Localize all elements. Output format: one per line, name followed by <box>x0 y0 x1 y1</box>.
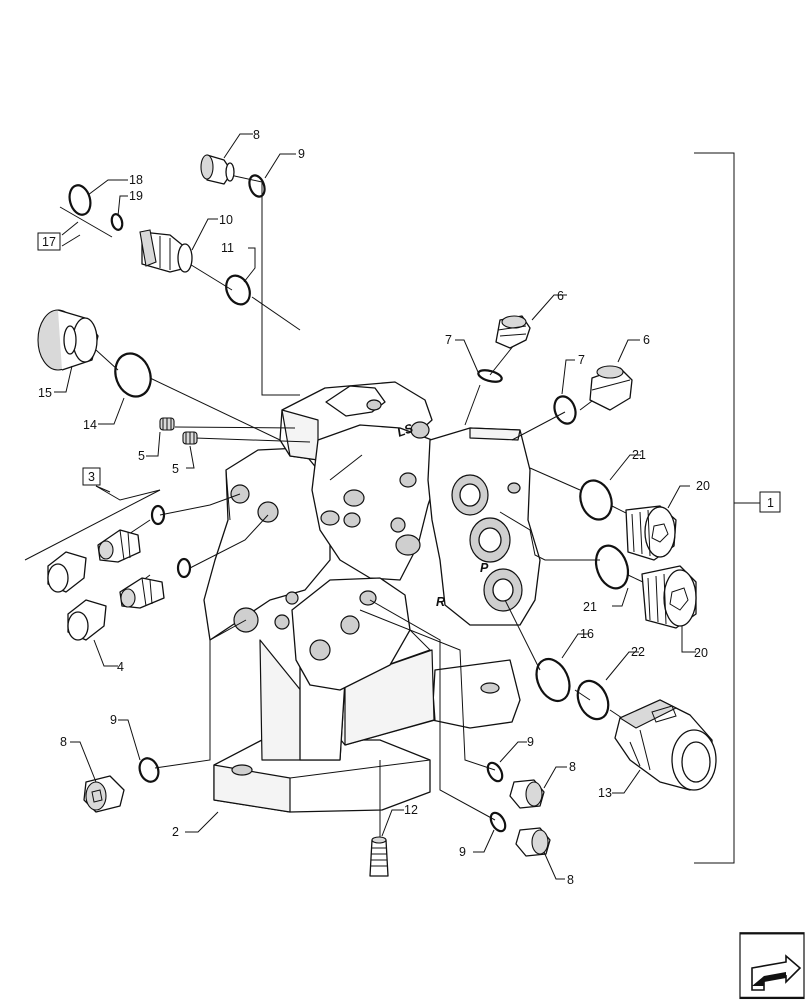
leader-lines <box>54 133 696 880</box>
o-ring-7-upper <box>477 369 503 383</box>
assembly-bracket <box>694 152 760 864</box>
plug-20-upper <box>625 505 677 561</box>
callout-21-upper: 21 <box>632 448 646 462</box>
callout-9: 9 <box>298 147 305 161</box>
callout-3: 3 <box>88 470 95 484</box>
callout-8: 8 <box>253 128 260 142</box>
plug-8-mid <box>509 779 545 809</box>
callout-17: 17 <box>42 235 56 249</box>
kit-3-bracket <box>24 485 161 561</box>
o-ring-19 <box>110 213 124 231</box>
o-ring-9-low <box>489 811 507 833</box>
plug-20-lower <box>641 565 697 629</box>
pin-12 <box>369 836 389 877</box>
spring-5-upper <box>159 417 175 431</box>
next-page-arrow-icon[interactable] <box>739 932 805 1000</box>
callout-20-lower: 20 <box>694 646 708 660</box>
callout-11: 11 <box>221 241 234 255</box>
callout-labels: 8 9 18 19 10 11 17 15 14 5 5 3 4 6 7 6 7… <box>37 128 781 887</box>
cap-4-upper <box>47 551 87 593</box>
callout-13: 13 <box>598 786 612 800</box>
plug-8-top <box>200 154 235 185</box>
callout-3-box <box>82 467 101 486</box>
callout-22: 22 <box>631 645 645 659</box>
callout-5-lower: 5 <box>172 462 179 476</box>
callout-9-mid: 9 <box>527 735 534 749</box>
callout-4: 4 <box>117 660 124 674</box>
o-ring-21-upper <box>579 479 613 521</box>
callout-20-upper: 20 <box>696 479 710 493</box>
callout-17-box <box>37 232 61 251</box>
callout-9-left: 9 <box>110 713 117 727</box>
o-ring-22 <box>576 679 610 721</box>
o-ring-14 <box>114 352 152 398</box>
callout-15: 15 <box>38 386 52 400</box>
o-ring-9-top <box>248 174 266 198</box>
o-ring-11 <box>225 274 251 306</box>
callout-9-low: 9 <box>459 845 466 859</box>
port-mark-ls: LS <box>395 421 415 440</box>
o-ring-7-right <box>553 395 577 425</box>
o-ring-21-lower <box>594 544 630 590</box>
callout-6-right: 6 <box>643 333 650 347</box>
cap-4-lower <box>67 599 107 641</box>
check-valve-upper <box>97 504 166 563</box>
callout-8-mid: 8 <box>569 760 576 774</box>
kit-17-bracket <box>59 206 113 238</box>
check-valve-lower <box>119 557 192 609</box>
plug-8-low <box>515 827 551 857</box>
o-ring-16 <box>535 657 571 703</box>
callout-21-lower: 21 <box>583 600 597 614</box>
callout-6-top: 6 <box>557 289 564 303</box>
callout-1: 1 <box>767 496 774 510</box>
valve-housing <box>203 381 541 813</box>
callout-8-left: 8 <box>60 735 67 749</box>
callout-7-upper: 7 <box>445 333 452 347</box>
callout-7-right: 7 <box>578 353 585 367</box>
callout-2: 2 <box>172 825 179 839</box>
o-ring-9-left <box>138 757 160 783</box>
callout-19: 19 <box>129 189 143 203</box>
callout-5-upper: 5 <box>138 449 145 463</box>
callout-12: 12 <box>404 803 418 817</box>
o-ring-9-mid <box>486 761 504 783</box>
plug-15 <box>37 309 99 371</box>
callout-10: 10 <box>219 213 233 227</box>
plug-6-right <box>589 365 633 411</box>
callout-8-low: 8 <box>567 873 574 887</box>
port-mark-r: R <box>436 595 445 609</box>
port-mark-p: P <box>480 561 489 575</box>
callout-14: 14 <box>83 418 97 432</box>
callout-16: 16 <box>580 627 594 641</box>
adapter-fitting-10 <box>139 229 193 273</box>
callout-1-box <box>759 491 781 513</box>
callout-18: 18 <box>129 173 143 187</box>
plug-6-top <box>495 315 531 349</box>
o-ring-18 <box>68 184 92 216</box>
spring-5-lower <box>182 431 198 445</box>
plug-8-left <box>83 775 125 813</box>
fitting-13 <box>614 699 717 791</box>
